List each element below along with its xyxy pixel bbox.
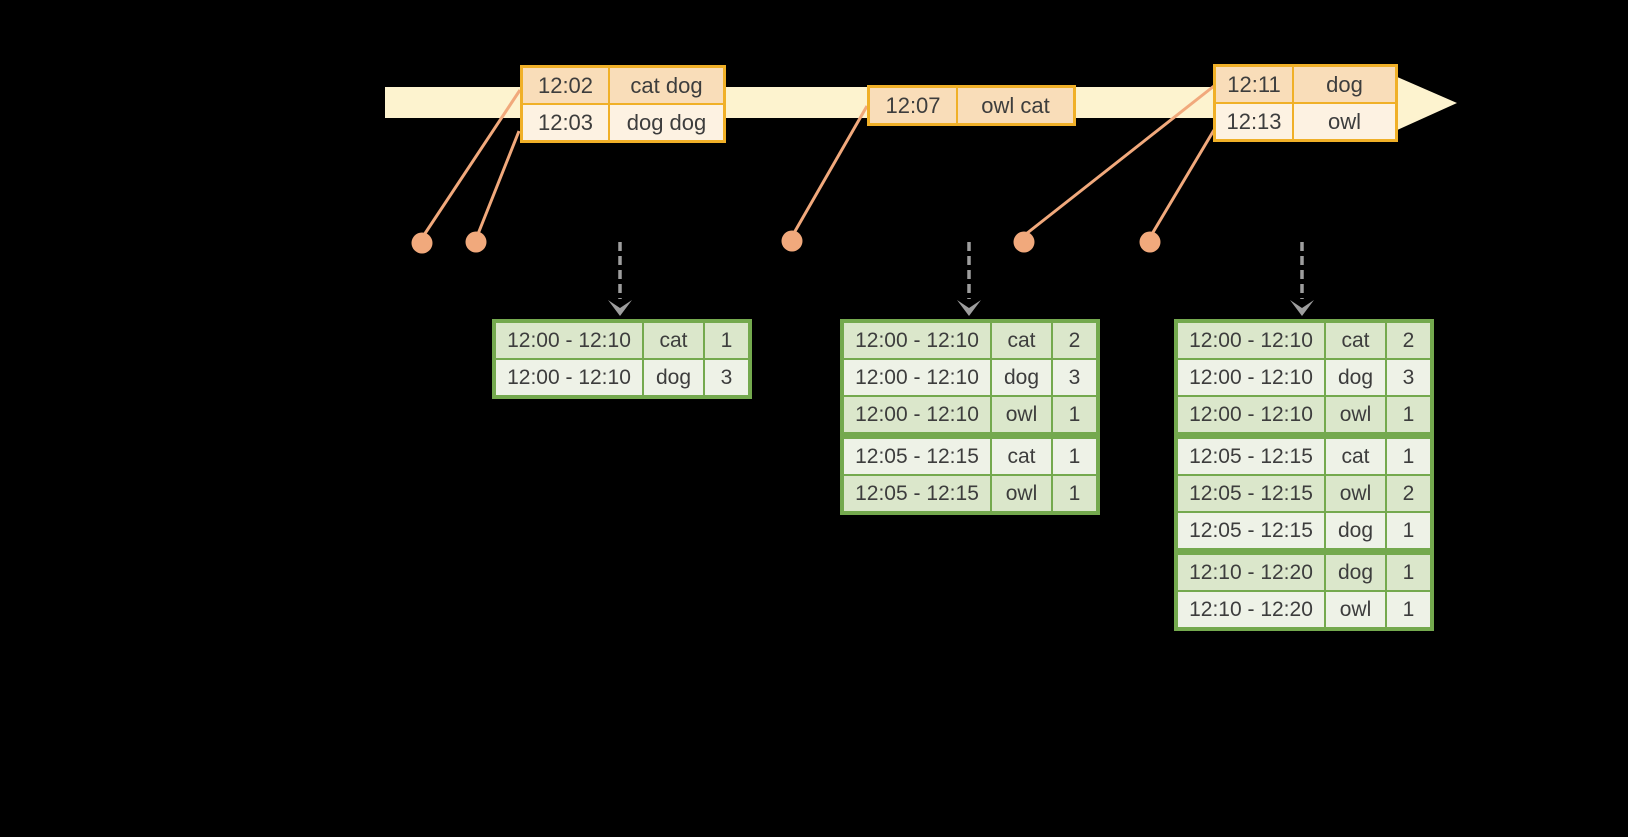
word-cell: dog: [1324, 555, 1385, 590]
word-cell: dog: [1324, 360, 1385, 395]
words-cell: owl cat: [956, 88, 1073, 123]
words-cell: dog dog: [608, 105, 723, 140]
time-cell: 12:07: [885, 93, 941, 118]
time-cell: 12:11: [1227, 72, 1281, 97]
word-cell: owl: [990, 476, 1051, 511]
trigger-arrow-head: [1290, 300, 1314, 316]
window-cell: 12:05 - 12:15: [855, 445, 979, 468]
word-cell: dog: [990, 360, 1051, 395]
time-cell: 12:03: [537, 110, 594, 135]
event-row: 12:07 owl cat: [870, 88, 1073, 123]
event-dot: [1139, 231, 1161, 253]
event-row: 12:03 dog dog: [523, 103, 723, 140]
word-cell: owl: [1324, 397, 1385, 432]
time-cell: 12:13: [1226, 109, 1282, 134]
trigger-arrow-lines: [618, 242, 1304, 299]
words-cell: cat dog: [608, 68, 723, 103]
window-cell: 12:05 - 12:15: [1189, 445, 1313, 468]
word-cell: cat: [1324, 323, 1385, 358]
trigger-arrow-head: [957, 300, 981, 316]
window-cell: 12:00 - 12:10: [1189, 403, 1313, 426]
word-cell: dog: [642, 360, 703, 395]
timeline-arrow-head: [1395, 76, 1457, 131]
count-cell: 1: [1051, 476, 1096, 511]
word-cell: cat: [990, 323, 1051, 358]
count-cell: 1: [703, 323, 748, 358]
event-box: 12:11 dog 12:13 owl: [1213, 64, 1398, 142]
count-cell: 1: [1385, 397, 1430, 432]
event-box: 12:02 cat dog 12:03 dog dog: [520, 65, 726, 143]
window-cell: 12:00 - 12:10: [855, 329, 979, 352]
event-row: 12:02 cat dog: [523, 68, 723, 103]
event-dot: [781, 230, 803, 252]
event-box: 12:07 owl cat: [867, 85, 1076, 126]
event-connector-line: [476, 130, 521, 235]
window-cell: 12:00 - 12:10: [855, 366, 979, 389]
count-cell: 2: [1385, 476, 1430, 511]
count-cell: 3: [703, 360, 748, 395]
word-cell: owl: [1324, 592, 1385, 627]
window-cell: 12:05 - 12:15: [855, 482, 979, 505]
trigger-arrow-head: [608, 300, 632, 316]
words-cell: owl: [1292, 104, 1395, 139]
window-cell: 12:10 - 12:20: [1189, 598, 1313, 621]
words-cell: dog: [1292, 67, 1395, 102]
count-cell: 2: [1385, 323, 1430, 358]
word-cell: dog: [1324, 513, 1385, 548]
count-cell: 3: [1051, 360, 1096, 395]
count-cell: 3: [1385, 360, 1430, 395]
time-cell: 12:02: [537, 73, 594, 98]
count-cell: 1: [1385, 513, 1430, 548]
word-cell: owl: [1324, 476, 1385, 511]
event-connector-lines: [422, 84, 1216, 236]
word-cell: cat: [1324, 439, 1385, 474]
count-cell: 1: [1385, 592, 1430, 627]
event-row: 12:13 owl: [1216, 102, 1395, 139]
event-dot: [465, 231, 487, 253]
window-cell: 12:10 - 12:20: [1189, 561, 1313, 584]
event-dot: [1013, 231, 1035, 253]
event-connector-line: [422, 89, 522, 236]
window-cell: 12:00 - 12:10: [855, 403, 979, 426]
event-dot: [411, 232, 433, 254]
event-connector-line: [1025, 84, 1215, 236]
count-cell: 1: [1051, 439, 1096, 474]
event-row: 12:11 dog: [1216, 67, 1395, 102]
window-cell: 12:00 - 12:10: [1189, 329, 1313, 352]
window-cell: 12:05 - 12:15: [1189, 519, 1313, 542]
window-cell: 12:00 - 12:10: [507, 366, 631, 389]
count-cell: 1: [1385, 439, 1430, 474]
word-cell: cat: [990, 439, 1051, 474]
window-cell: 12:00 - 12:10: [1189, 366, 1313, 389]
event-connector-line: [1150, 129, 1216, 235]
count-cell: 2: [1051, 323, 1096, 358]
word-cell: owl: [990, 397, 1051, 432]
event-dots: [411, 230, 1161, 254]
window-cell: 12:00 - 12:10: [507, 329, 631, 352]
count-cell: 1: [1051, 397, 1096, 432]
word-cell: cat: [642, 323, 703, 358]
trigger-arrow-heads: [608, 300, 1314, 316]
count-cell: 1: [1385, 555, 1430, 590]
event-connector-line: [792, 105, 869, 234]
window-cell: 12:05 - 12:15: [1189, 482, 1313, 505]
